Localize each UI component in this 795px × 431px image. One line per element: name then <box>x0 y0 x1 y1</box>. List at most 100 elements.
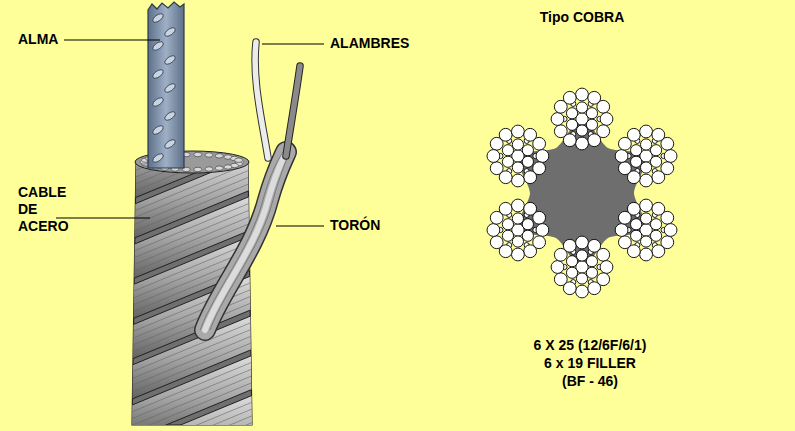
wire-line <box>120 362 270 424</box>
section-wire <box>600 113 613 126</box>
section-wire <box>554 125 567 138</box>
section-wire <box>615 150 628 163</box>
wire-line <box>200 152 283 330</box>
section-wire <box>576 273 587 284</box>
section-wire <box>627 202 640 215</box>
section-wire <box>576 236 589 249</box>
core-fiber <box>151 68 164 80</box>
section-wire <box>640 199 653 212</box>
section-wire <box>512 213 523 224</box>
part-name: TORÓN <box>330 217 380 234</box>
section-wire <box>502 145 513 156</box>
wire-line <box>120 395 270 431</box>
section-wire <box>597 100 610 113</box>
section-wire <box>650 230 661 241</box>
section-wire <box>588 282 601 295</box>
designation: 6 x 19 FILLER <box>544 355 636 372</box>
section-wire <box>640 174 653 187</box>
section-wire <box>499 245 512 258</box>
section-wire <box>566 256 577 267</box>
section-wire <box>640 162 651 173</box>
section-wire <box>512 125 525 138</box>
wire-line <box>120 402 270 431</box>
loose-wires <box>255 42 300 158</box>
section-wire <box>631 219 642 230</box>
section-wire <box>576 125 587 136</box>
core-fiber <box>163 26 176 38</box>
core-fiber <box>151 152 164 164</box>
core-fiber <box>151 124 164 136</box>
section-wire <box>533 211 546 224</box>
section-wire <box>487 224 500 237</box>
section-wire <box>522 219 533 230</box>
section-wire <box>499 128 512 141</box>
wire-end <box>224 165 232 169</box>
wire-line <box>120 135 270 197</box>
wire-line <box>120 288 270 350</box>
section-wire <box>536 150 549 163</box>
section-wire <box>563 239 576 252</box>
wire-line <box>120 82 270 144</box>
wire-line <box>120 95 270 157</box>
wire-line <box>120 168 270 230</box>
wire-line <box>120 122 270 184</box>
section-wire <box>664 150 677 163</box>
section-wire <box>522 145 533 156</box>
section-wire <box>512 199 525 212</box>
section-wire <box>487 150 500 163</box>
section-wire <box>597 248 610 261</box>
section-wire <box>522 230 533 241</box>
section-wire <box>586 119 597 130</box>
section-wire <box>618 236 631 249</box>
section-wire <box>640 213 651 224</box>
section-wire <box>586 256 597 267</box>
section-wire <box>652 245 665 258</box>
section-wire <box>576 250 587 261</box>
part-name: CABLE DE ACERO <box>18 184 80 235</box>
wire-line <box>210 152 289 330</box>
section-wire <box>640 248 653 261</box>
cross-section <box>487 88 677 298</box>
section-wire <box>522 156 533 167</box>
loose-strand <box>200 152 289 330</box>
section-wire <box>640 139 651 150</box>
section-title: Tipo COBRA <box>540 9 625 26</box>
section-wire <box>512 162 523 173</box>
core-fiber <box>151 96 164 108</box>
wire-end <box>215 166 223 170</box>
section-wire <box>524 171 537 184</box>
wire-end <box>235 158 243 162</box>
wire-line <box>120 368 270 430</box>
wire-line <box>120 335 270 397</box>
section-wire <box>576 102 587 113</box>
section-wire <box>615 224 628 237</box>
section-wire <box>563 91 576 104</box>
section-wire <box>661 211 674 224</box>
section-wire <box>650 156 661 167</box>
wire-line <box>120 75 270 137</box>
section-wire <box>512 248 525 261</box>
strand-band <box>120 68 270 164</box>
section-wire <box>631 145 642 156</box>
designation: 6 X 25 (12/6F/6/1) <box>534 337 647 354</box>
section-wire <box>502 219 513 230</box>
core-fiber <box>163 82 176 94</box>
core <box>148 2 184 168</box>
section-wire <box>586 267 597 278</box>
section-wire <box>631 156 642 167</box>
wire-end <box>205 167 213 171</box>
section-wire <box>576 88 589 101</box>
section-wire <box>650 219 661 230</box>
section-wire <box>499 202 512 215</box>
section-core <box>516 117 648 269</box>
section-wire <box>490 162 503 175</box>
section-wire <box>640 236 651 247</box>
section-wire <box>512 139 523 150</box>
core-fiber <box>163 138 176 150</box>
section-wire <box>640 125 653 138</box>
strand-wires <box>200 152 289 330</box>
section-wire <box>533 137 546 150</box>
wire-line <box>120 408 270 431</box>
